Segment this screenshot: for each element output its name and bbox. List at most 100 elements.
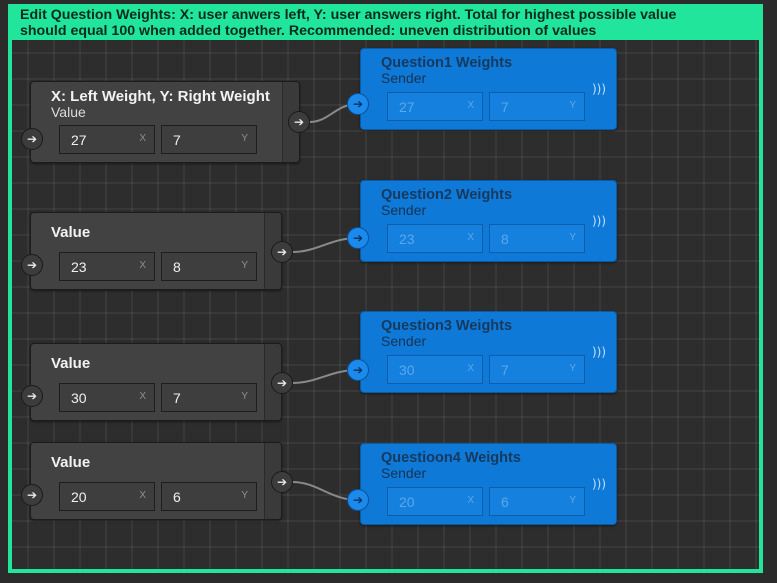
value-node-1-input-port[interactable]: ➔ [21,128,43,150]
y-value: 8 [501,231,509,247]
sender-node-1-input-port[interactable]: ➔ [347,93,369,115]
x-axis-label: X [467,100,474,111]
x-field[interactable]: 30 X [387,355,483,384]
x-field[interactable]: 27 X [387,92,483,121]
y-axis-label: Y [241,391,248,402]
value-node-3-output-port[interactable]: ➔ [271,372,293,394]
y-field[interactable]: 7 Y [161,383,257,412]
node-title: Questioon4 Weights [381,450,521,466]
y-axis-label: Y [241,490,248,501]
y-axis-label: Y [569,232,576,243]
y-value: 6 [173,489,181,505]
y-field[interactable]: 7 Y [161,125,257,154]
node-title: Question3 Weights [381,318,513,334]
x-field[interactable]: 20 X [59,482,155,511]
sender-node-4[interactable]: Questioon4 Weights Sender ))) 20 X 6 Y [360,443,617,525]
y-field[interactable]: 8 Y [489,224,585,253]
y-field[interactable]: 8 Y [161,252,257,281]
y-axis-label: Y [241,260,248,271]
value-node-1[interactable]: X: Left Weight, Y: Right Weight Value 27… [30,81,300,163]
arrow-right-icon: ➔ [276,376,288,390]
comment-frame [8,36,763,573]
arrow-right-icon: ➔ [276,475,288,489]
node-subtitle: Sender [381,465,427,481]
value-node-2[interactable]: Value 23 X 8 Y [30,212,282,290]
node-title: Question2 Weights [381,187,513,203]
arrow-right-icon: ➔ [26,258,38,272]
y-value: 7 [501,362,509,378]
value-node-4-output-port[interactable]: ➔ [271,471,293,493]
y-value: 7 [501,99,509,115]
x-value: 23 [71,259,87,275]
broadcast-icon: ))) [591,82,606,96]
value-node-2-input-port[interactable]: ➔ [21,254,43,276]
node-subtitle: Value [51,104,86,120]
arrow-right-icon: ➔ [276,245,288,259]
arrow-right-icon: ➔ [352,97,364,111]
y-axis-label: Y [569,495,576,506]
value-node-3-input-port[interactable]: ➔ [21,385,43,407]
x-field[interactable]: 20 X [387,487,483,516]
value-node-3[interactable]: Value 30 X 7 Y [30,343,282,421]
broadcast-icon: ))) [591,477,606,491]
x-axis-label: X [139,260,146,271]
value-node-4-input-port[interactable]: ➔ [21,484,43,506]
x-value: 27 [399,99,415,115]
sender-node-3[interactable]: Question3 Weights Sender ))) 30 X 7 Y [360,311,617,393]
x-field[interactable]: 23 X [387,224,483,253]
x-value: 27 [71,132,87,148]
x-axis-label: X [139,391,146,402]
sender-node-4-input-port[interactable]: ➔ [347,489,369,511]
x-value: 20 [399,494,415,510]
y-field[interactable]: 6 Y [489,487,585,516]
x-axis-label: X [467,495,474,506]
y-value: 6 [501,494,509,510]
comment-header[interactable]: Edit Question Weights: X: user anwers le… [8,4,763,40]
broadcast-icon: ))) [591,214,606,228]
y-field[interactable]: 7 Y [489,355,585,384]
x-axis-label: X [467,232,474,243]
x-value: 30 [399,362,415,378]
y-field[interactable]: 7 Y [489,92,585,121]
x-value: 23 [399,231,415,247]
node-title: Value [51,454,91,471]
comment-text-line2: should equal 100 when added together. Re… [20,23,597,39]
node-subtitle: Sender [381,333,427,349]
y-value: 8 [173,259,181,275]
sender-node-2-input-port[interactable]: ➔ [347,227,369,249]
y-axis-label: Y [241,133,248,144]
x-value: 30 [71,390,87,406]
y-field[interactable]: 6 Y [161,482,257,511]
x-axis-label: X [139,133,146,144]
y-axis-label: Y [569,363,576,374]
sender-node-3-input-port[interactable]: ➔ [347,359,369,381]
node-subtitle: Sender [381,70,427,86]
x-field[interactable]: 23 X [59,252,155,281]
sender-node-2[interactable]: Question2 Weights Sender ))) 23 X 8 Y [360,180,617,262]
value-node-4[interactable]: Value 20 X 6 Y [30,442,282,520]
x-value: 20 [71,489,87,505]
broadcast-icon: ))) [591,345,606,359]
arrow-right-icon: ➔ [26,488,38,502]
arrow-right-icon: ➔ [352,493,364,507]
comment-text-line1: Edit Question Weights: X: user anwers le… [20,7,677,23]
x-axis-label: X [467,363,474,374]
sender-node-1[interactable]: Question1 Weights Sender ))) 27 X 7 Y [360,48,617,130]
x-axis-label: X [139,490,146,501]
node-subtitle: Sender [381,202,427,218]
x-field[interactable]: 30 X [59,383,155,412]
x-field[interactable]: 27 X [59,125,155,154]
arrow-right-icon: ➔ [352,231,364,245]
node-title: Value [51,224,91,241]
arrow-right-icon: ➔ [26,132,38,146]
y-axis-label: Y [569,100,576,111]
y-value: 7 [173,390,181,406]
node-title: X: Left Weight, Y: Right Weight [51,88,270,105]
arrow-right-icon: ➔ [293,115,305,129]
y-value: 7 [173,132,181,148]
value-node-2-output-port[interactable]: ➔ [271,241,293,263]
node-title: Question1 Weights [381,55,513,71]
node-title: Value [51,355,91,372]
value-node-1-output-port[interactable]: ➔ [288,111,310,133]
